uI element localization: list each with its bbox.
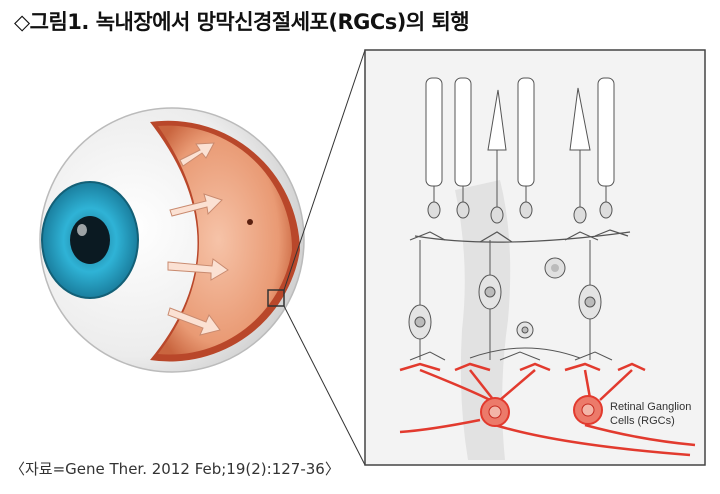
inner-plexiform [409,347,613,361]
zoom-line-bottom [283,305,366,466]
zoom-line-top [283,49,366,291]
retina-detail-panel: Retinal Ganglion Cells (RGCs) [364,49,706,466]
source-caption: 〈자료=Gene Ther. 2012 Feb;19(2):127-36〉 [10,460,340,478]
bipolar-cells [408,240,602,360]
outer-plexiform [409,229,631,243]
light-arrows [167,142,229,336]
eyeball-illustration [39,107,305,373]
rgc-label-line2: Cells (RGCs) [610,415,675,427]
figure-title: ◇그림1. 녹내장에서 망막신경절세포(RGCs)의 퇴행 [14,10,470,34]
zoom-marker [267,289,285,307]
retinal-ganglion-cells [399,362,696,457]
photoreceptors [425,77,615,224]
rgc-label-line1: Retinal Ganglion [610,401,691,413]
